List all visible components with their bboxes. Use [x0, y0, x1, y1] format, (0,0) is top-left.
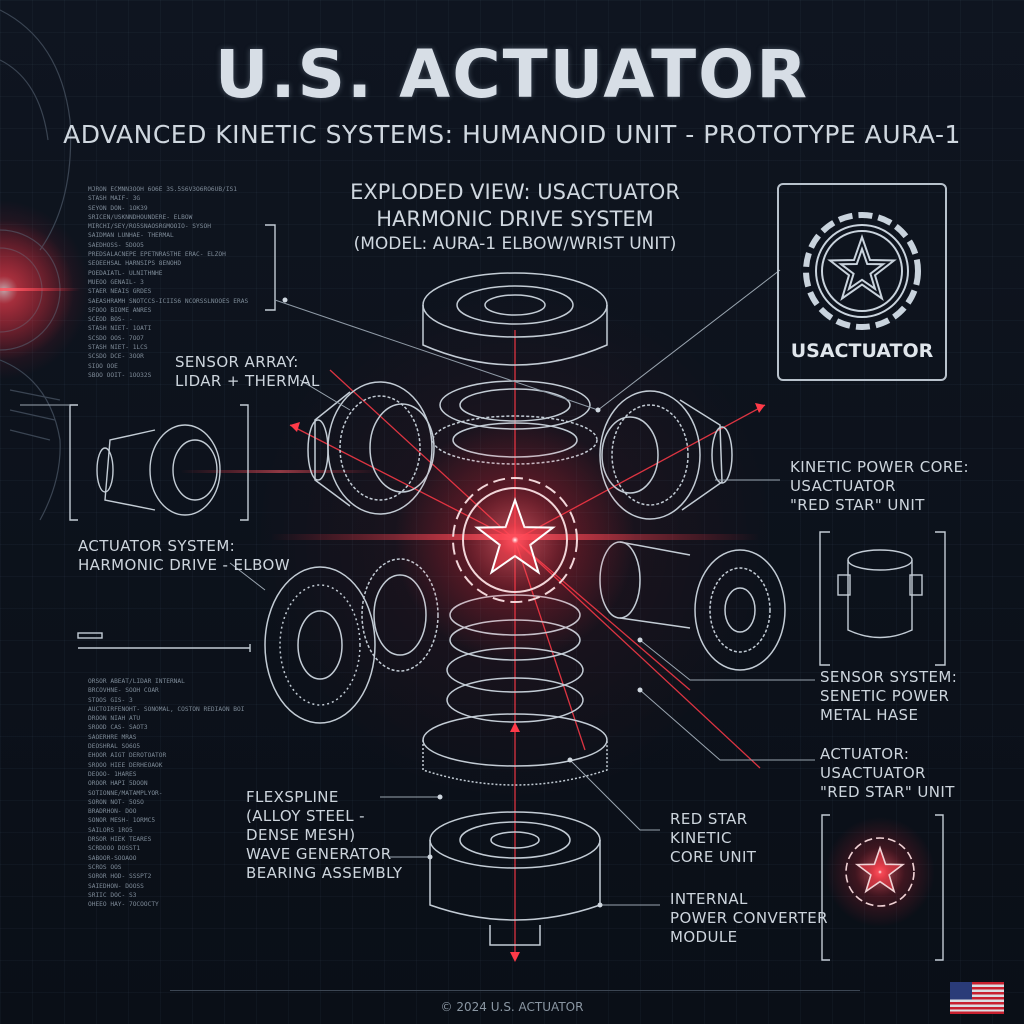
us-flag-icon	[950, 982, 1004, 1014]
upper-right-cone	[599, 390, 733, 520]
label-actuator: ACTUATOR:USACTUATOR"RED STAR" UNIT	[820, 745, 955, 801]
label-sensor-array: SENSOR ARRAY:LIDAR + THERMAL	[175, 353, 320, 390]
exploded-view-heading: EXPLODED VIEW: USACTUATOR	[350, 180, 680, 204]
spec-block-top: MJRON ECMNN3OOH 6O6E 3S.5S6V3O6RO6UB/IS1…	[88, 186, 249, 379]
page-subtitle: ADVANCED KINETIC SYSTEMS: HUMANOID UNIT …	[63, 120, 961, 149]
label-kinetic-power-core: KINETIC POWER CORE:USACTUATOR"RED STAR" …	[790, 458, 969, 514]
label-actuator-system: ACTUATOR SYSTEM:HARMONIC DRIVE - ELBOW	[78, 537, 290, 574]
exploded-view-model: (MODEL: AURA-1 ELBOW/WRIST UNIT)	[353, 234, 677, 254]
copyright-text: © 2024 U.S. ACTUATOR	[440, 1000, 584, 1014]
footer-divider	[170, 990, 860, 991]
page-title: U.S. ACTUATOR	[214, 36, 810, 113]
bracket-left	[265, 224, 599, 411]
left-bar	[77, 632, 251, 652]
logo-text: USACTUATOR	[790, 340, 934, 362]
label-flexspline: FLEXSPLINE(ALLOY STEEL -DENSE MESH)WAVE …	[246, 788, 403, 882]
leader-lines	[20, 269, 815, 906]
left-detail-part	[69, 404, 249, 521]
exploded-view-system: HARMONIC DRIVE SYSTEM	[376, 207, 654, 231]
right-detail-part	[819, 531, 946, 666]
upper-left-cone	[307, 381, 435, 515]
star-gear-logo-icon	[803, 212, 921, 330]
usactuator-logo-panel: USACTUATOR	[777, 183, 947, 381]
